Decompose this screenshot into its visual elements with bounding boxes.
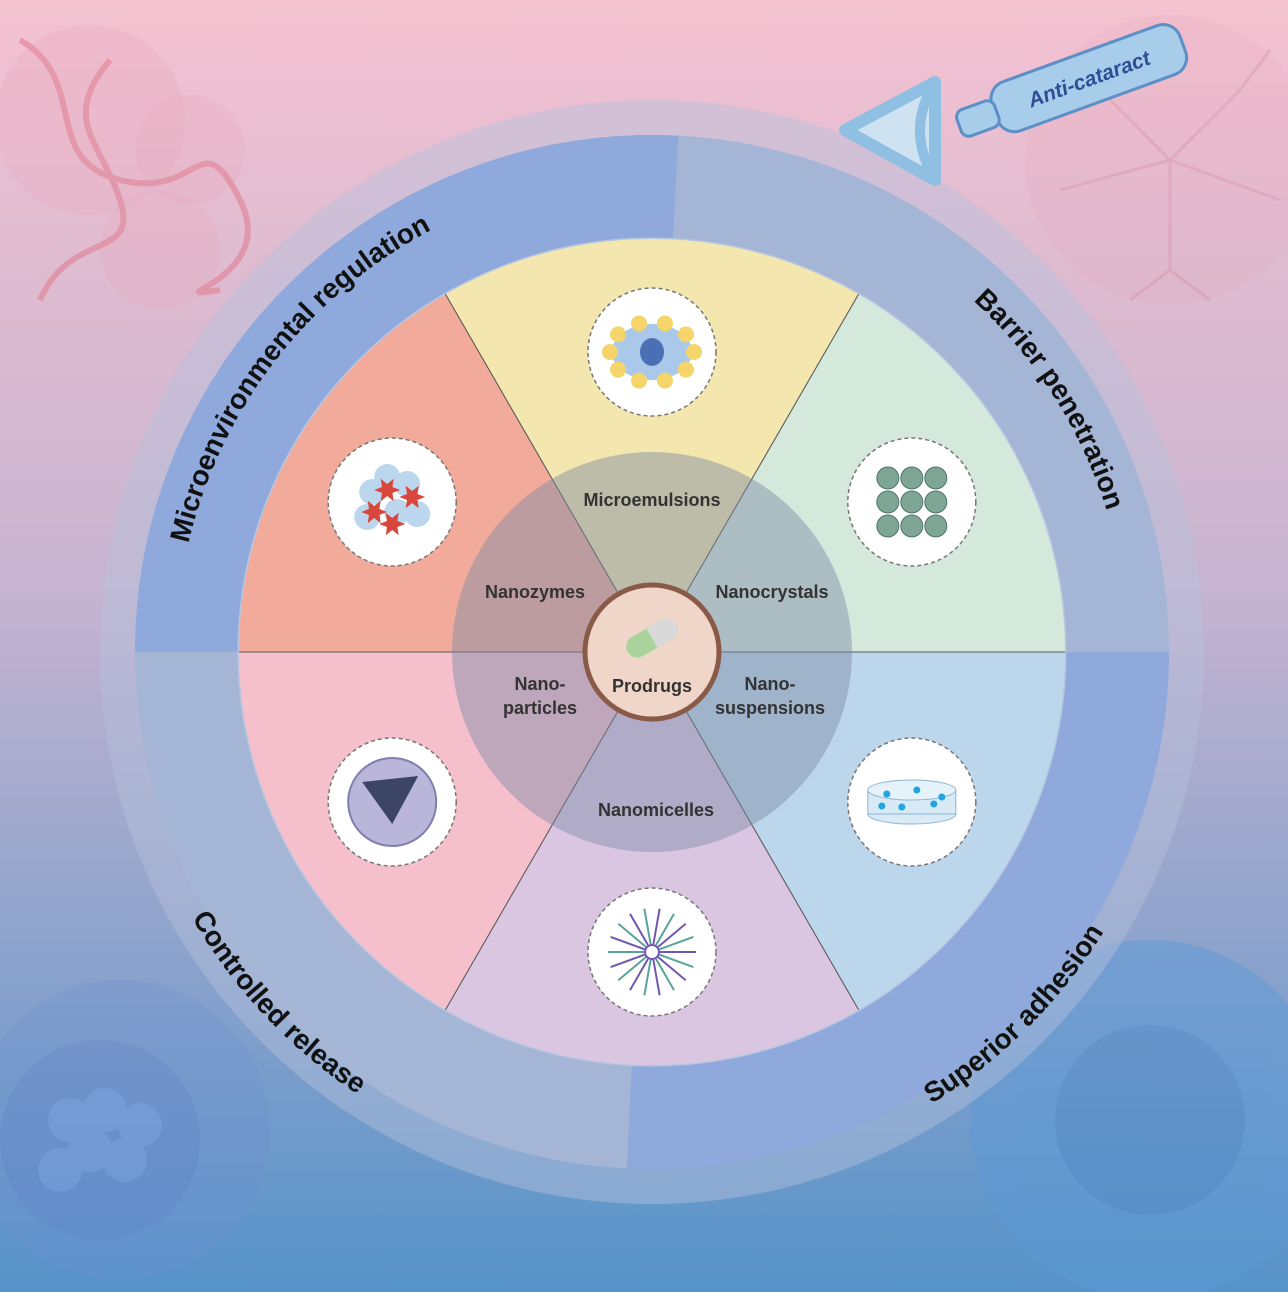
- suspension-particles-icon: [847, 737, 977, 867]
- micelle-icon: [587, 887, 717, 1017]
- type-label: Nanozymes: [485, 582, 585, 602]
- type-label: Nano-suspensions: [715, 674, 825, 718]
- capsule-icon: [626, 618, 678, 658]
- type-label: Nanomicelles: [598, 800, 714, 820]
- microemulsion-droplet-icon: [587, 287, 717, 417]
- center-disc: [582, 582, 722, 722]
- virus-illustration: [0, 25, 251, 310]
- type-labels: MicroemulsionsNanocrystalsNano-suspensio…: [485, 490, 829, 820]
- nanocrystal-lattice-icon: [847, 437, 977, 567]
- vesicle-illustration: [970, 940, 1288, 1292]
- type-label: Microemulsions: [583, 490, 720, 510]
- center-label: Prodrugs: [612, 676, 692, 696]
- anti-cataract-badge: Anti-cataract: [839, 23, 1189, 186]
- nanozyme-cluster-icon: [327, 437, 457, 567]
- eye-drop-bottle-icon: Anti-cataract: [955, 23, 1189, 138]
- nanoparticle-sphere-icon: [327, 737, 457, 867]
- type-label: Nano-particles: [503, 674, 577, 718]
- eye-icon: [839, 76, 941, 186]
- type-label: Nanocrystals: [715, 582, 828, 602]
- liposome-illustration: [0, 980, 270, 1280]
